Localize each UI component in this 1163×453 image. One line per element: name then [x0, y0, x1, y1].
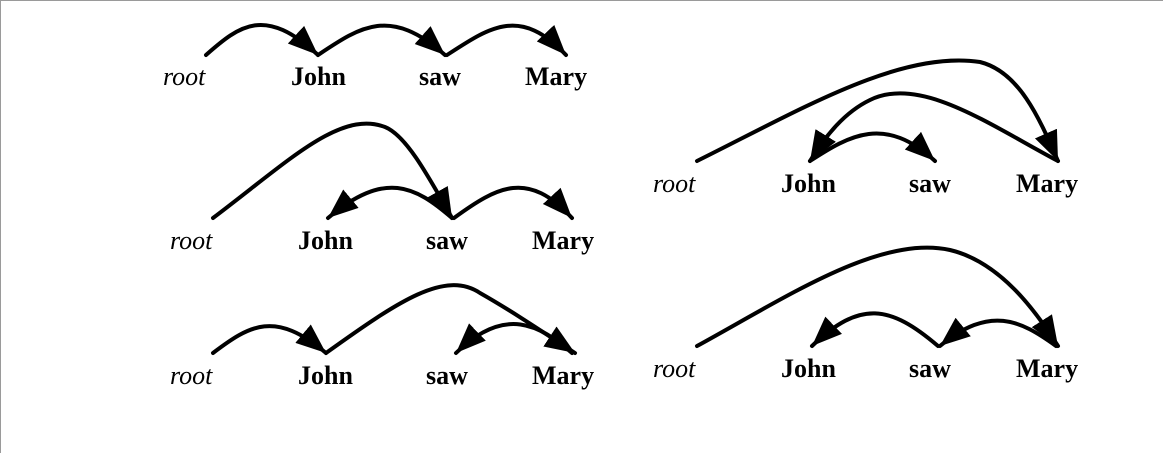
- dependency-tree-5: root John saw Mary: [653, 245, 1078, 383]
- tree-2-arc-saw-mary: [452, 185, 574, 220]
- tree-1-arc-john-saw: [316, 23, 447, 57]
- tree-3-word-saw: saw: [426, 361, 468, 390]
- tree-2-arc-saw-john: [326, 185, 454, 220]
- tree-3-arc-root-john: [211, 324, 328, 355]
- tree-5-word-john: John: [781, 354, 836, 383]
- tree-3-arc-mary-saw: [454, 322, 574, 355]
- tree-4-word-root: root: [653, 169, 696, 198]
- tree-5-arc-root-mary: [695, 245, 1060, 348]
- tree-3-word-root: root: [170, 361, 213, 390]
- tree-3-arc-john-mary: [324, 283, 577, 355]
- dependency-tree-2: root John saw Mary: [170, 121, 594, 255]
- tree-4-arc-mary-john: [808, 91, 1060, 163]
- tree-4-arc-root-mary: [695, 58, 1060, 163]
- tree-4-word-saw: saw: [909, 169, 951, 198]
- tree-1-word-root: root: [163, 62, 206, 91]
- tree-5-arc-mary-saw: [938, 317, 1058, 348]
- tree-5-word-saw: saw: [909, 354, 951, 383]
- tree-4-word-john: John: [781, 169, 836, 198]
- tree-2-word-saw: saw: [426, 226, 468, 255]
- tree-4-word-mary: Mary: [1016, 169, 1078, 198]
- tree-2-word-mary: Mary: [532, 226, 594, 255]
- tree-5-word-root: root: [653, 354, 696, 383]
- tree-3-word-mary: Mary: [532, 361, 594, 390]
- tree-5-word-mary: Mary: [1016, 354, 1078, 383]
- tree-1-word-saw: saw: [419, 62, 461, 91]
- tree-1-word-john: John: [291, 62, 346, 91]
- tree-2-word-john: John: [298, 226, 353, 255]
- dependency-tree-4: root John saw Mary: [653, 58, 1078, 198]
- tree-2-arc-root-saw: [211, 121, 454, 220]
- tree-1-arc-root-john: [204, 23, 320, 57]
- tree-4-arc-john-saw: [808, 131, 937, 163]
- tree-1-word-mary: Mary: [525, 62, 587, 91]
- tree-3-word-john: John: [298, 361, 353, 390]
- tree-5-arc-saw-john: [810, 311, 940, 348]
- dependency-tree-1: root John saw Mary: [163, 23, 587, 91]
- dependency-tree-3: root John saw Mary: [170, 283, 594, 390]
- tree-2-word-root: root: [170, 226, 213, 255]
- tree-1-arc-saw-mary: [445, 23, 568, 57]
